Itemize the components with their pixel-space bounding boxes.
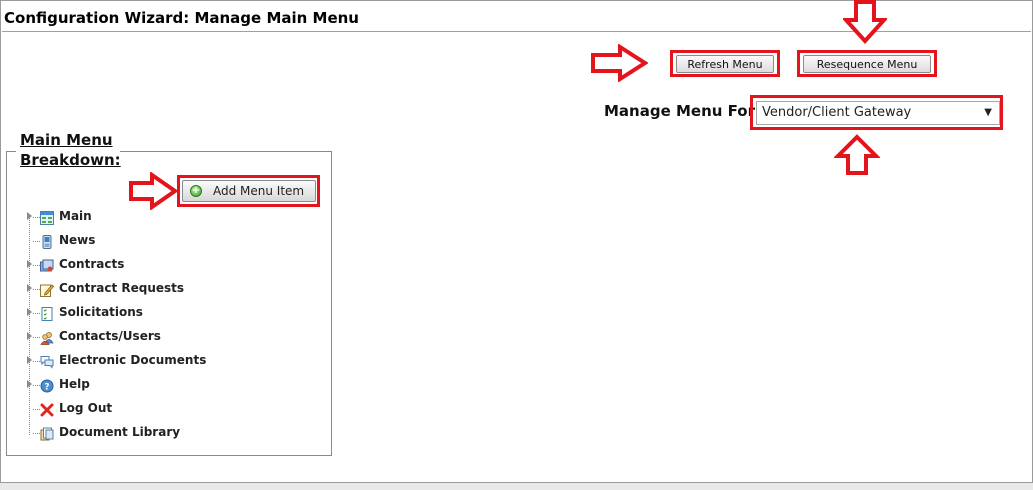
- manage-menu-selected-value: Vendor/Client Gateway: [762, 105, 912, 120]
- tree-item-contract-requests[interactable]: Contract Requests: [24, 279, 324, 299]
- annotation-arrow-up-icon: [834, 134, 880, 176]
- expand-icon[interactable]: [27, 212, 32, 220]
- tree-item-solicitations[interactable]: Solicitations: [24, 303, 324, 323]
- refresh-highlight-box: [670, 50, 780, 77]
- title-divider: [2, 31, 1031, 32]
- refresh-menu-button[interactable]: Refresh Menu: [676, 55, 774, 73]
- tree-item-contacts-users[interactable]: Contacts/Users: [24, 327, 324, 347]
- add-menu-item-label: Add Menu Item: [213, 184, 305, 198]
- library-icon: [40, 426, 54, 441]
- grid-icon: [40, 210, 54, 225]
- tree-item-log-out[interactable]: Log Out: [24, 399, 324, 419]
- chat-bubbles-icon: [40, 354, 54, 369]
- bottom-border: [0, 482, 1033, 490]
- checklist-icon: [40, 306, 54, 321]
- page-title: Configuration Wizard: Manage Main Menu: [4, 9, 359, 27]
- tree-item-label[interactable]: Help: [59, 377, 90, 391]
- tree-item-main[interactable]: Main: [24, 207, 324, 227]
- tree-item-help[interactable]: ? Help: [24, 375, 324, 395]
- manage-menu-label: Manage Menu For:: [604, 102, 762, 120]
- add-item-highlight-box: [177, 175, 320, 207]
- svg-text:?: ?: [44, 383, 49, 393]
- contracts-icon: [40, 258, 54, 272]
- tree-item-label[interactable]: Contracts: [59, 257, 125, 271]
- tree-item-label[interactable]: Solicitations: [59, 305, 143, 319]
- menu-breakdown-panel: [6, 151, 332, 456]
- menu-breakdown-legend: Main Menu Breakdown:: [16, 130, 121, 170]
- tree-item-label[interactable]: Main: [59, 209, 92, 223]
- select-highlight-box: [750, 95, 1003, 130]
- tree-item-label[interactable]: Contract Requests: [59, 281, 185, 295]
- pencil-icon: [40, 282, 55, 297]
- help-icon: ?: [40, 378, 54, 393]
- manage-menu-select[interactable]: Vendor/Client Gateway ▼: [756, 101, 1000, 125]
- expand-icon[interactable]: [27, 356, 32, 364]
- annotation-arrow-right-icon: [590, 44, 648, 82]
- add-menu-item-button[interactable]: + Add Menu Item: [182, 180, 316, 202]
- users-icon: [40, 330, 54, 345]
- tree-item-contracts[interactable]: Contracts: [24, 255, 324, 275]
- expand-icon[interactable]: [27, 260, 32, 268]
- expand-icon[interactable]: [27, 308, 32, 316]
- tree-connector-line: [29, 215, 30, 435]
- tree-item-label[interactable]: News: [59, 233, 96, 247]
- annotation-arrow-right-icon: [128, 172, 178, 210]
- tree-item-label[interactable]: Contacts/Users: [59, 329, 161, 343]
- tree-item-label[interactable]: Log Out: [59, 401, 113, 415]
- chevron-down-icon[interactable]: ▼: [984, 107, 992, 118]
- tree-item-electronic-documents[interactable]: Electronic Documents: [24, 351, 324, 371]
- red-x-icon: [40, 402, 54, 417]
- tree-item-document-library[interactable]: Document Library: [24, 423, 324, 443]
- expand-icon[interactable]: [27, 332, 32, 340]
- annotation-arrow-down-icon: [843, 0, 887, 44]
- tree-item-label[interactable]: Electronic Documents: [59, 353, 207, 367]
- resequence-menu-button[interactable]: Resequence Menu: [803, 55, 931, 73]
- phone-icon: [40, 234, 54, 249]
- expand-icon[interactable]: [27, 284, 32, 292]
- tree-item-news[interactable]: News: [24, 231, 324, 251]
- resequence-highlight-box: [797, 50, 937, 77]
- add-icon: +: [190, 185, 202, 197]
- expand-icon[interactable]: [27, 380, 32, 388]
- tree-item-label[interactable]: Document Library: [59, 425, 181, 439]
